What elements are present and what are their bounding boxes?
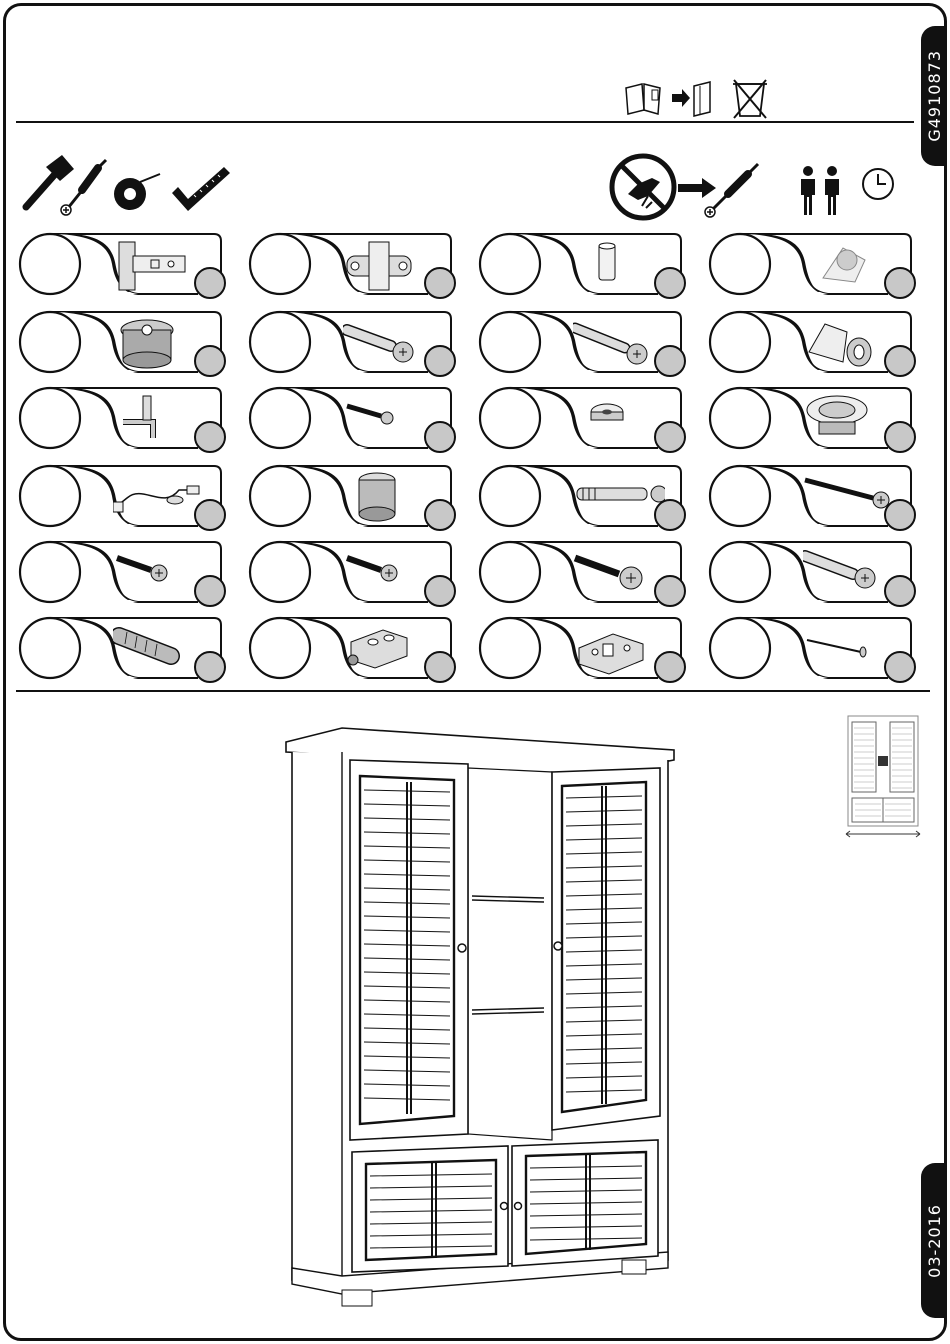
header-rule [16, 121, 914, 123]
cabinet-thumbnail-illustration [842, 712, 924, 842]
part-card-6 [248, 310, 453, 374]
wood-screw-icon [343, 546, 435, 600]
hinge-icon [113, 238, 205, 292]
expansion-screw-icon [573, 316, 665, 370]
recessed-light-icon [803, 392, 895, 446]
manual-to-folder-icon [622, 80, 722, 118]
part-card-13 [18, 464, 223, 528]
plastic-dowel-icon [573, 238, 665, 292]
document-date: 03-2016 [925, 1204, 944, 1278]
power-cable-icon [113, 470, 205, 524]
part-card-19 [478, 540, 683, 604]
section-rule [16, 690, 930, 692]
part-badge [424, 267, 456, 299]
washer-screw-icon [573, 546, 665, 600]
document-code-tab: G4910873 [921, 26, 947, 166]
louvered-cabinet-illustration [282, 720, 678, 1326]
part-card-18 [248, 540, 453, 604]
corner-bumper-icon [803, 238, 895, 292]
tape-measure-icon [112, 170, 164, 214]
part-badge [424, 421, 456, 453]
part-card-24 [708, 616, 913, 680]
felt-pad-icon [573, 392, 665, 446]
part-card-2 [248, 232, 453, 296]
part-card-17 [18, 540, 223, 604]
part-badge [654, 575, 686, 607]
part-badge [194, 345, 226, 377]
manual-screwdriver-icon [702, 160, 764, 220]
cam-lock-icon [113, 316, 205, 370]
drawer-connector-icon [343, 622, 435, 676]
part-card-3 [478, 232, 683, 296]
nail-icon [803, 622, 895, 676]
small-screw-icon [343, 392, 435, 446]
hinge-plate-icon [343, 238, 435, 292]
part-badge [654, 345, 686, 377]
part-card-23 [478, 616, 683, 680]
no-power-drill-icon [608, 152, 678, 222]
part-card-16 [708, 464, 913, 528]
part-badge [884, 575, 916, 607]
part-badge [194, 499, 226, 531]
cam-bolt-icon [343, 316, 435, 370]
square-ruler-icon [170, 165, 232, 217]
part-badge [194, 575, 226, 607]
part-badge [654, 421, 686, 453]
part-badge [884, 267, 916, 299]
part-badge [884, 651, 916, 683]
corner-bracket-cap-icon [803, 316, 895, 370]
two-persons-icon [796, 165, 844, 217]
document-code: G4910873 [925, 50, 944, 142]
part-card-20 [708, 540, 913, 604]
corner-connector-icon [573, 622, 665, 676]
no-trash-bin-icon [730, 78, 770, 120]
part-badge [654, 651, 686, 683]
part-card-12 [708, 386, 913, 450]
clock-icon [860, 166, 896, 202]
wood-screw-icon [113, 546, 205, 600]
long-wood-screw-icon [803, 470, 895, 524]
part-badge [424, 499, 456, 531]
part-badge [654, 267, 686, 299]
part-card-15 [478, 464, 683, 528]
part-card-21 [18, 616, 223, 680]
part-card-1 [18, 232, 223, 296]
part-card-22 [248, 616, 453, 680]
part-card-5 [18, 310, 223, 374]
part-badge [424, 345, 456, 377]
cam-lock-housing-icon [343, 470, 435, 524]
part-badge [884, 499, 916, 531]
part-badge [194, 267, 226, 299]
wooden-dowel-icon [113, 622, 205, 676]
shelf-support-icon [113, 392, 205, 446]
part-card-10 [248, 386, 453, 450]
part-badge [424, 651, 456, 683]
part-card-9 [18, 386, 223, 450]
part-badge [884, 345, 916, 377]
phillips-screwdriver-icon [58, 158, 110, 216]
part-badge [654, 499, 686, 531]
part-badge [884, 421, 916, 453]
connector-bolt-icon [573, 470, 665, 524]
part-card-4 [708, 232, 913, 296]
part-card-7 [478, 310, 683, 374]
part-card-11 [478, 386, 683, 450]
part-badge [194, 651, 226, 683]
part-card-8 [708, 310, 913, 374]
part-badge [424, 575, 456, 607]
part-badge [194, 421, 226, 453]
document-date-tab: 03-2016 [921, 1163, 947, 1318]
part-card-14 [248, 464, 453, 528]
wall-plug-screw-icon [803, 546, 895, 600]
